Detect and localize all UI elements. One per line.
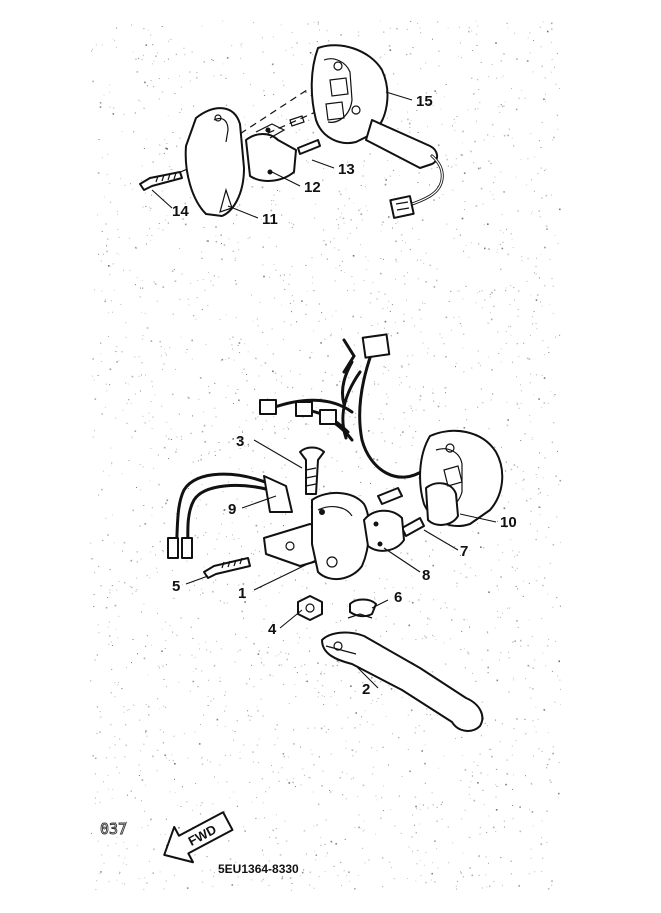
part-8-switch-half: [363, 509, 405, 552]
part-7-screw: [377, 487, 425, 537]
part-14-screw: [139, 171, 183, 191]
callout-1: 1: [238, 585, 246, 602]
callout-8: 8: [422, 567, 430, 584]
part-6-spring: [347, 598, 377, 619]
upper-switch-assembly: [139, 44, 444, 219]
callout-15: 15: [416, 93, 433, 110]
part-3-bolt: [299, 446, 325, 495]
callout-10: 10: [500, 514, 517, 531]
part-15-switch-upper-half: [310, 44, 444, 219]
callout-6: 6: [394, 589, 402, 606]
callout-5: 5: [172, 578, 180, 595]
part-12-clamp-bracket: [245, 123, 297, 182]
drawing-code: 5EU1364-8330: [218, 862, 299, 876]
callout-labels: 15 13 12 14 11 3 9 10 7 8 5 1 6 4 2: [172, 93, 517, 698]
leader-lines: [151, 91, 497, 689]
callout-14: 14: [172, 203, 189, 220]
callout-12: 12: [304, 179, 321, 196]
callout-2: 2: [362, 681, 370, 698]
part-13-screw: [289, 115, 321, 155]
part-5-pivot-bolt: [203, 557, 251, 579]
wire-harness: [259, 333, 426, 479]
callout-4: 4: [268, 621, 277, 638]
callout-3: 3: [236, 433, 244, 450]
callout-7: 7: [460, 543, 468, 560]
callout-11: 11: [262, 211, 278, 228]
lower-switch-assembly: [167, 333, 504, 732]
part-1-lever-bracket: [263, 492, 371, 581]
part-2-clutch-lever: [321, 631, 484, 732]
scan-speckle-texture: [90, 20, 562, 891]
callout-13: 13: [338, 161, 355, 178]
part-10-switch-body: [419, 429, 504, 527]
part-9-switch-cable: [167, 472, 293, 559]
part-4-nut: [297, 595, 323, 621]
page-number: 037: [100, 820, 127, 838]
callout-9: 9: [228, 501, 236, 518]
part-11-switch-lower-half: [184, 107, 245, 217]
